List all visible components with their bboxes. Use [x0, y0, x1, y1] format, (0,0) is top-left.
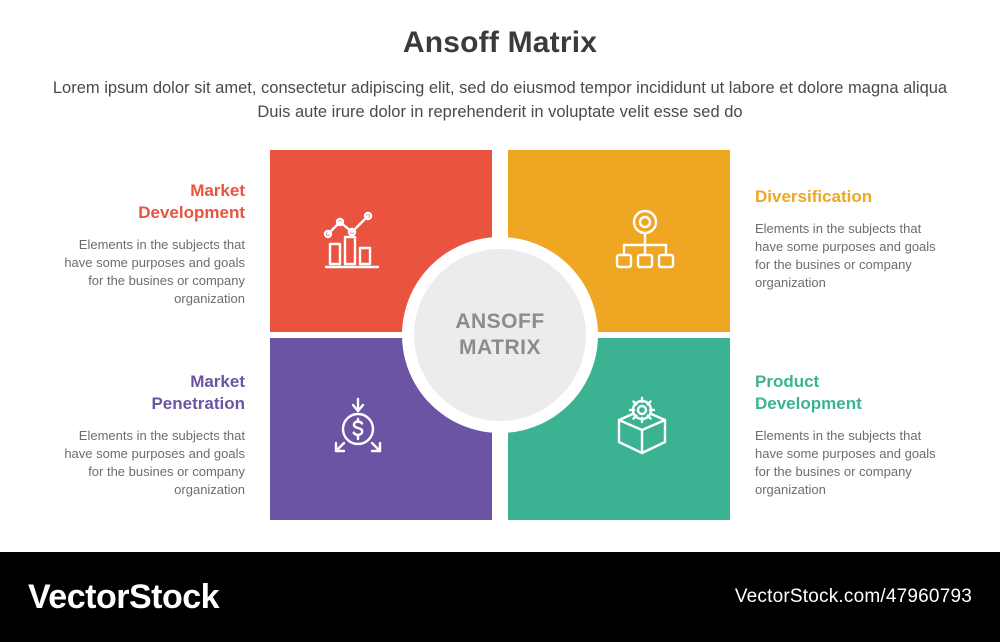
center-label-line1: ANSOFF [455, 310, 545, 333]
label-market-penetration-heading: Market Penetration [55, 371, 245, 415]
label-product-development-description: Elements in the subjects that have some … [755, 428, 936, 497]
heading-line-1: Diversification [755, 187, 873, 206]
center-badge-inner: ANSOFF MATRIX [414, 249, 586, 421]
label-market-development-description: Elements in the subjects that have some … [64, 237, 245, 306]
center-label-line2: MATRIX [459, 336, 541, 359]
label-product-development-heading: Product Development [755, 371, 945, 415]
center-badge: ANSOFF MATRIX [402, 237, 598, 433]
page-title: Ansoff Matrix [402, 26, 598, 59]
ansoff-matrix: ANSOFF MATRIX [270, 150, 730, 520]
heading-line-2: Development [755, 394, 862, 413]
watermark-footer: VectorStock VectorStock.com/47960793 [0, 552, 1000, 642]
bar-chart-growth-icon [270, 150, 492, 332]
heading-line-1: Product [755, 372, 820, 391]
label-market-penetration: Market Penetration Elements in the subje… [55, 371, 245, 499]
label-market-penetration-description: Elements in the subjects that have some … [64, 428, 245, 497]
label-diversification-description: Elements in the subjects that have some … [755, 221, 936, 290]
vectorstock-attribution: VectorStock.com/47960793 [734, 586, 972, 607]
quadrant-market-development[interactable] [270, 150, 492, 332]
label-product-development: Product Development Elements in the subj… [755, 371, 945, 499]
vectorstock-logo: VectorStock [28, 577, 220, 616]
page-subtitle: Lorem ipsum dolor sit amet, consectetur … [52, 79, 948, 121]
heading-line-2: Penetration [151, 394, 245, 413]
quadrant-product-development[interactable] [508, 338, 730, 520]
footer-divider [0, 551, 1000, 552]
org-hierarchy-icon [508, 150, 730, 332]
label-market-development-heading: Market Development [55, 180, 245, 224]
heading-line-1: Market [190, 181, 245, 200]
label-market-development: Market Development Elements in the subje… [55, 180, 245, 308]
cost-reduction-dollar-icon [270, 338, 492, 520]
package-gear-icon [508, 338, 730, 520]
heading-line-1: Market [190, 372, 245, 391]
label-diversification: Diversification Elements in the subjects… [755, 186, 945, 292]
heading-line-2: Development [138, 203, 245, 222]
label-diversification-heading: Diversification [755, 186, 945, 208]
